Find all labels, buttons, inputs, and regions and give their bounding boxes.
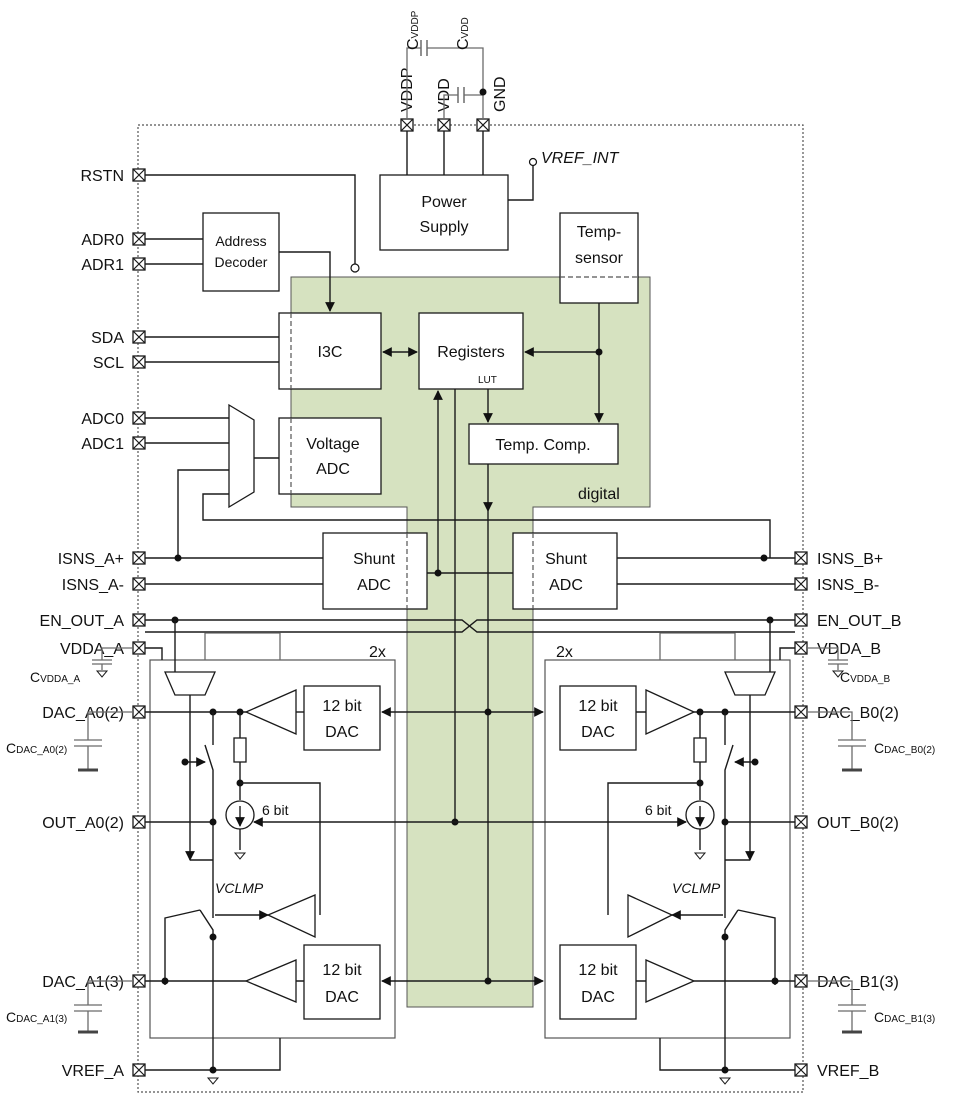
cap-dac-b0: CDAC_B0(2) xyxy=(874,740,935,756)
pin-rstn: RSTN xyxy=(80,168,124,185)
shunt-adc-b-line1: Shunt xyxy=(545,551,587,568)
address-decoder-line1: Address xyxy=(215,233,266,249)
pin-adc1: ADC1 xyxy=(81,436,124,453)
voltage-adc-block xyxy=(278,417,382,495)
gnd-label: GND xyxy=(492,76,509,112)
right-pin-labels: ISNS_B+ ISNS_B- EN_OUT_B VDDA_B DAC_B0(2… xyxy=(817,551,901,1080)
pin-out-a0: OUT_A0(2) xyxy=(42,815,124,832)
dac-a1-block xyxy=(303,944,381,1020)
pin-scl: SCL xyxy=(93,355,124,372)
gnd-pad xyxy=(476,118,490,132)
registers-label: Registers xyxy=(437,344,505,361)
voltage-adc-line2: ADC xyxy=(316,461,350,478)
address-decoder-block xyxy=(202,212,280,292)
dac-a0-block xyxy=(303,685,381,751)
registers-block xyxy=(418,312,524,390)
dac-b1-line1: 12 bit xyxy=(578,962,618,979)
cap-dac-a1: CDAC_A1(3) xyxy=(6,1009,67,1025)
temp-comp-block xyxy=(468,423,619,465)
cvdd-label: CVDD xyxy=(455,17,472,50)
pin-vdda-a: VDDA_A xyxy=(60,641,124,658)
vddp-pad xyxy=(400,118,414,132)
shunt-adc-a-line2: ADC xyxy=(357,577,391,594)
vclmp-a: VCLMP xyxy=(215,880,264,896)
shunt-adc-a-block xyxy=(322,532,428,610)
dac-a1-line2: DAC xyxy=(325,989,359,1006)
pin-isns-a-plus: ISNS_A+ xyxy=(58,551,124,568)
cvddp-label: CVDDP xyxy=(405,10,422,50)
dac-b0-line1: 12 bit xyxy=(578,698,618,715)
i3c-block xyxy=(278,312,382,390)
chip-boundary xyxy=(137,124,804,1093)
pin-en-out-b: EN_OUT_B xyxy=(817,613,901,630)
temp-sensor-line2: sensor xyxy=(575,250,624,267)
shunt-adc-b-block xyxy=(512,532,618,610)
pin-vref-b: VREF_B xyxy=(817,1063,879,1080)
pin-dac-a1: DAC_A1(3) xyxy=(42,974,124,991)
dac-a0-line2: DAC xyxy=(325,724,359,741)
pin-en-out-a: EN_OUT_A xyxy=(40,613,125,630)
voltage-adc-line1: Voltage xyxy=(306,436,359,453)
pin-isns-a-minus: ISNS_A- xyxy=(62,577,124,594)
pin-isns-b-plus: ISNS_B+ xyxy=(817,551,883,568)
power-pins: VDDP VDD GND xyxy=(399,68,509,132)
vdd-pad xyxy=(437,118,451,132)
dac-a0-line1: 12 bit xyxy=(322,698,362,715)
pin-adr1: ADR1 xyxy=(81,257,124,274)
cap-vdda-a: CVDDA_A xyxy=(30,669,80,685)
temp-comp-label: Temp. Comp. xyxy=(495,437,590,454)
cap-dac-b1: CDAC_B1(3) xyxy=(874,1009,935,1025)
pin-vdda-b: VDDA_B xyxy=(817,641,881,658)
dac-a1-line1: 12 bit xyxy=(322,962,362,979)
left-pin-labels: RSTN ADR0 ADR1 SDA SCL ADC0 ADC1 ISNS_A+… xyxy=(40,168,125,1080)
cap-labels: CVDDA_A CVDDA_B CDAC_A0(2) CDAC_A1(3) CD… xyxy=(6,669,935,1025)
vref-int-label: VREF_INT xyxy=(541,150,620,167)
power-supply-block xyxy=(379,174,509,251)
temp-sensor-line1: Temp- xyxy=(577,224,621,241)
pin-adc0: ADC0 xyxy=(81,411,124,428)
pin-adr0: ADR0 xyxy=(81,232,124,249)
pin-vref-a: VREF_A xyxy=(62,1063,125,1080)
pin-out-b0: OUT_B0(2) xyxy=(817,815,899,832)
pin-dac-b0: DAC_B0(2) xyxy=(817,705,899,722)
shunt-adc-a-line1: Shunt xyxy=(353,551,395,568)
dac-b0-block xyxy=(559,685,637,751)
pin-isns-b-minus: ISNS_B- xyxy=(817,577,879,594)
temp-sensor-block xyxy=(559,212,639,304)
i3c-label: I3C xyxy=(318,344,343,361)
dac-b1-line2: DAC xyxy=(581,989,615,1006)
shunt-adc-b-line2: ADC xyxy=(549,577,583,594)
six-bit-a: 6 bit xyxy=(262,802,289,818)
dac-b1-block xyxy=(559,944,637,1020)
pin-sda: SDA xyxy=(91,330,124,347)
channel-a-circuit: 12 bit DAC 6 bit VCLMP 1 xyxy=(145,671,544,1085)
cap-dac-a0: CDAC_A0(2) xyxy=(6,740,67,756)
address-decoder-line2: Decoder xyxy=(215,254,268,270)
right-pads xyxy=(794,551,808,1077)
external-caps xyxy=(74,647,866,1034)
pin-dac-b1: DAC_B1(3) xyxy=(817,974,899,991)
channel-b-circuit: 12 bit DAC 6 bit VCLMP 12 bit DAC xyxy=(455,671,795,1085)
vclmp-b: VCLMP xyxy=(672,880,721,896)
pin-dac-a0: DAC_A0(2) xyxy=(42,705,124,722)
multiplier-b: 2x xyxy=(556,644,573,661)
six-bit-b: 6 bit xyxy=(645,802,672,818)
left-pads xyxy=(132,168,146,1077)
cap-vdda-b: CVDDA_B xyxy=(840,669,890,685)
dac-b0-line2: DAC xyxy=(581,724,615,741)
multiplier-a: 2x xyxy=(369,644,386,661)
adc-mux xyxy=(228,403,255,509)
power-supply-line2: Supply xyxy=(420,219,469,236)
power-supply-line1: Power xyxy=(421,194,467,211)
lut-label: LUT xyxy=(478,375,497,386)
digital-label: digital xyxy=(578,486,620,503)
